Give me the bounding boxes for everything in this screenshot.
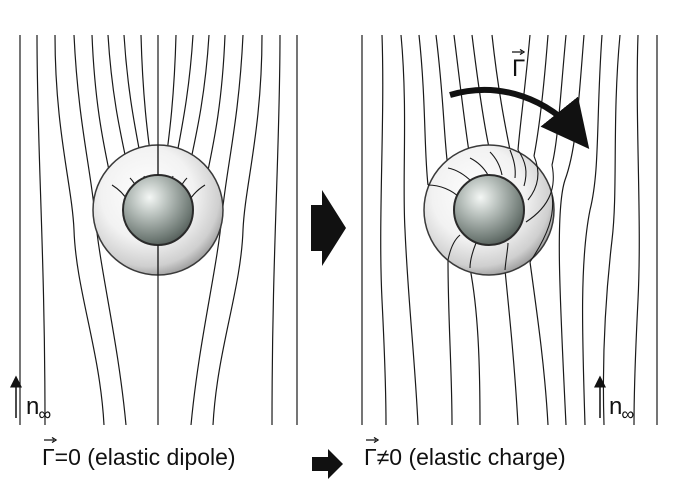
rotation-gamma: Γ [512, 55, 526, 82]
field-line [602, 34, 621, 426]
field-line [380, 34, 387, 426]
field-line [469, 157, 489, 176]
left-panel [10, 34, 298, 426]
field-line [400, 34, 419, 426]
right-caption-description: (elastic charge) [408, 444, 566, 470]
right-shell-lines [427, 149, 554, 271]
field-line [447, 234, 461, 261]
field-line [509, 149, 516, 179]
vector-arrow-icon [366, 437, 380, 443]
field-line [529, 194, 554, 263]
field-line [551, 34, 567, 166]
field-line [271, 34, 281, 426]
gamma-symbol: Γ [364, 444, 377, 470]
right-caption: Γ≠0 (elastic charge) [364, 437, 566, 471]
field-line [447, 259, 453, 426]
field-line [471, 34, 491, 153]
left-core-particle [122, 174, 194, 246]
caption-arrow [312, 449, 343, 479]
right-panel [361, 34, 658, 426]
field-line [527, 155, 539, 201]
field-line [212, 34, 263, 426]
field-line [504, 242, 509, 271]
field-line [469, 242, 477, 269]
field-line [418, 34, 429, 186]
field-line [54, 34, 105, 426]
field-line [633, 34, 640, 426]
left-far-field-label: n∞ [26, 393, 52, 424]
field-line [504, 269, 519, 426]
field-line [525, 164, 554, 223]
transition-arrow [311, 190, 346, 266]
right-far-field-label: n∞ [609, 393, 635, 424]
field-line [491, 34, 511, 151]
right-core-particle [453, 174, 525, 246]
rotation-arrow [449, 86, 590, 150]
field-line [91, 34, 113, 186]
vector-arrow-icon [44, 437, 58, 443]
field-line [529, 261, 549, 426]
field-line [517, 34, 531, 151]
right-caption-condition: ≠0 [376, 444, 403, 470]
field-line [435, 34, 449, 169]
field-line [517, 149, 527, 187]
field-line [204, 34, 226, 186]
field-line [469, 267, 481, 426]
left-caption: Γ=0 (elastic dipole) [42, 437, 236, 471]
field-line [581, 34, 603, 426]
rotation-label: Γ [512, 49, 526, 83]
field-line [36, 34, 46, 426]
field-line [453, 34, 471, 159]
left-caption-condition: =0 [54, 444, 81, 470]
left-caption-description: (elastic dipole) [87, 444, 236, 470]
field-line [533, 34, 549, 157]
field-line [489, 151, 503, 176]
gamma-symbol: Γ [42, 444, 55, 470]
field-line [558, 34, 585, 426]
vector-arrow-icon [512, 49, 526, 55]
